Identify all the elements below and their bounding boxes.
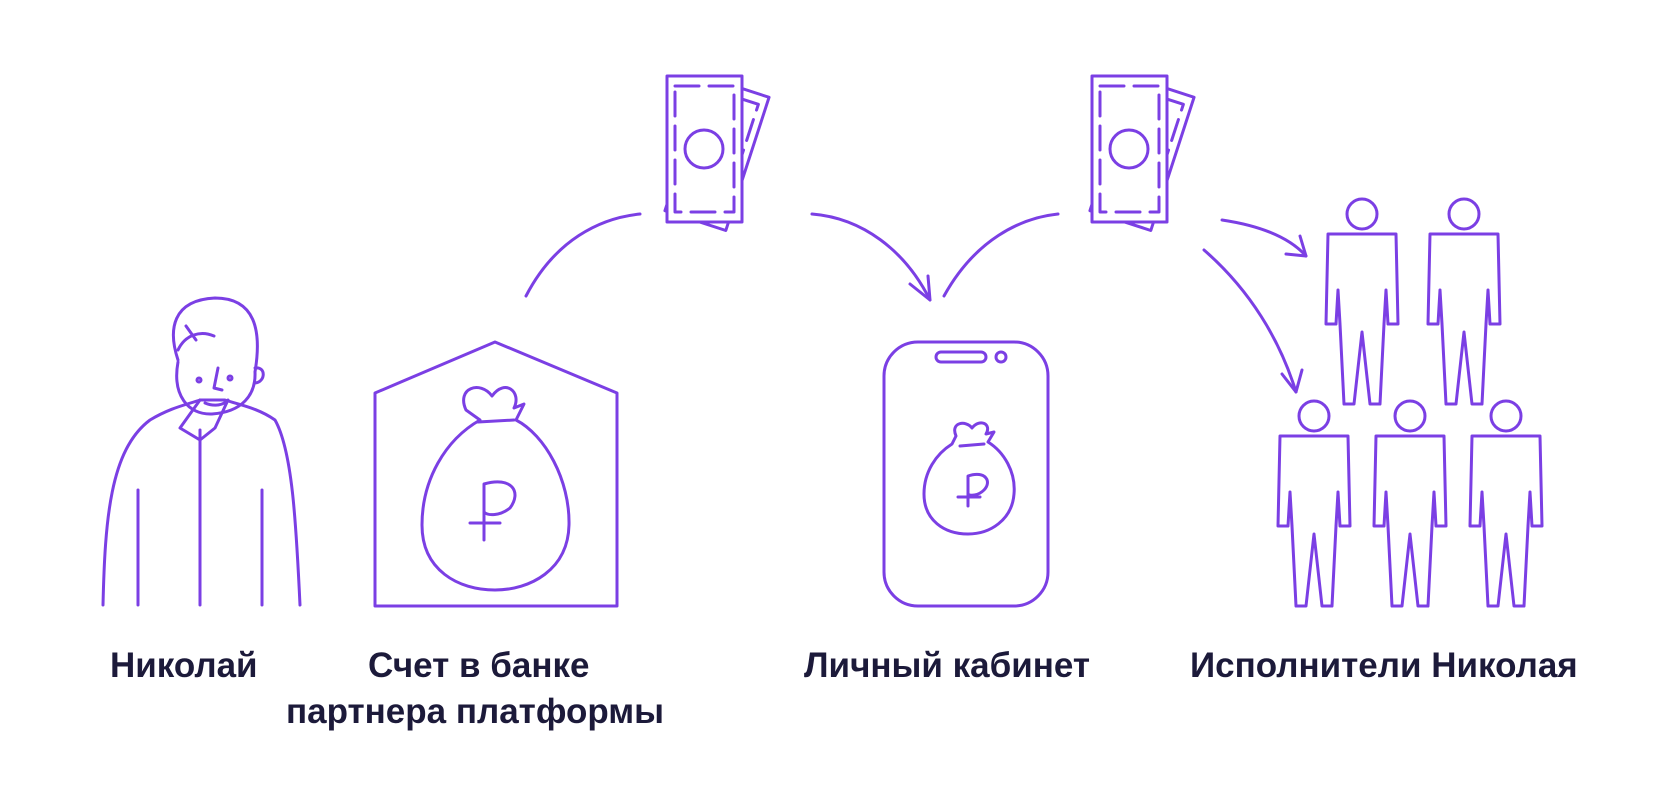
label-performers: Исполнители Николая: [1190, 646, 1578, 685]
arrowhead-icon: [1284, 234, 1308, 258]
phone-moneybag-icon: [882, 340, 1050, 608]
label-bank-line2: партнера платформы: [286, 692, 665, 731]
person-icon: [101, 296, 302, 607]
arrow-icon: [810, 212, 932, 302]
arrow-icon: [1220, 218, 1308, 258]
people-group-icon: [1276, 197, 1544, 608]
arrow-icon: [524, 212, 642, 298]
label-account: Личный кабинет: [804, 646, 1091, 685]
banknotes-icon: [663, 74, 771, 232]
arrowhead-icon: [908, 274, 932, 302]
bank-moneybag-icon: [373, 340, 619, 608]
banknotes-icon: [1088, 74, 1196, 232]
arrow-icon: [1202, 248, 1298, 394]
label-nikolai: Николай: [110, 646, 258, 685]
label-bank-line1: Счет в банке: [368, 646, 590, 685]
arrowhead-icon: [1280, 368, 1304, 394]
arrow-icon: [942, 212, 1060, 298]
